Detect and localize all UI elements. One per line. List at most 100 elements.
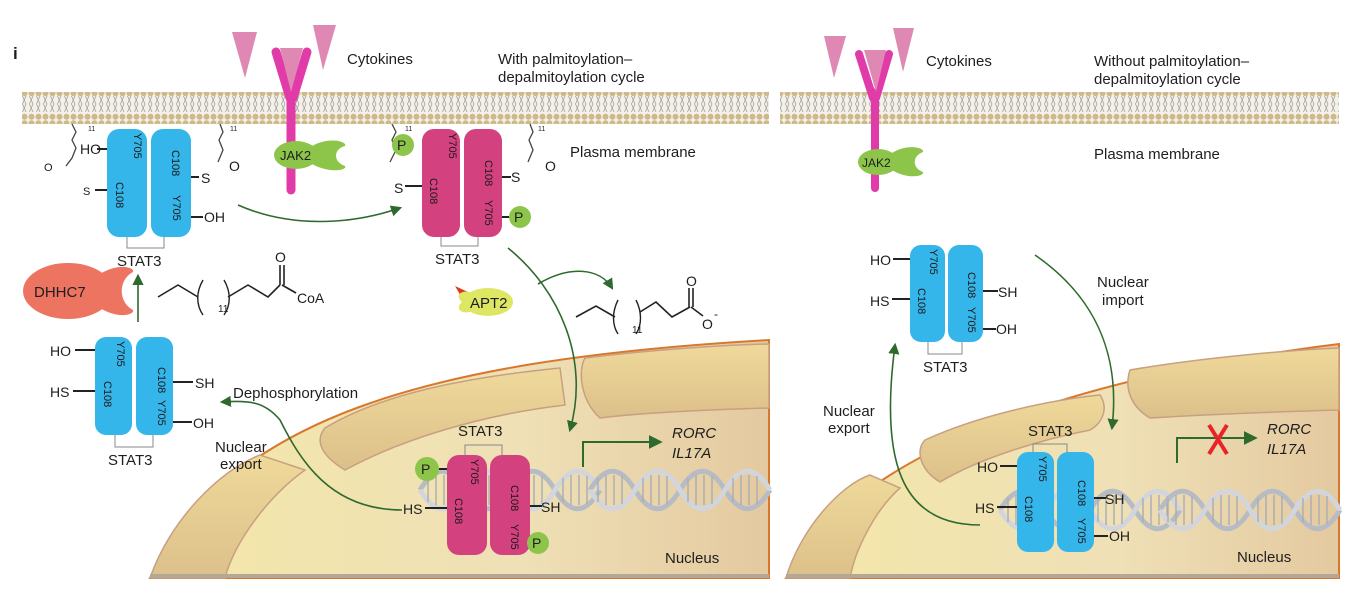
palmitoyl-coa-structure: 11 O CoA xyxy=(157,249,325,316)
svg-text:C108: C108 xyxy=(508,485,520,511)
svg-text:HS: HS xyxy=(870,293,889,309)
plasma-membrane xyxy=(22,92,769,124)
nuclear-import-label-line1: Nuclear xyxy=(1097,274,1149,291)
dephosphorylation-label: Dephosphorylation xyxy=(233,385,358,402)
svg-text:S: S xyxy=(511,169,520,185)
svg-text:S: S xyxy=(394,180,403,196)
svg-text:HS: HS xyxy=(975,500,994,516)
svg-text:Y705: Y705 xyxy=(482,200,494,226)
svg-text:C108: C108 xyxy=(452,498,464,524)
apt2-icon: APT2 xyxy=(455,286,513,316)
cytokine-icon xyxy=(232,32,257,78)
svg-text:C108: C108 xyxy=(101,381,113,407)
svg-text:Y705: Y705 xyxy=(1036,456,1048,482)
svg-text:11: 11 xyxy=(218,304,229,315)
svg-text:C108: C108 xyxy=(427,178,439,204)
right-panel: Nucleus Plasma membrane Cytokines Withou… xyxy=(780,0,1359,594)
stat3-label: STAT3 xyxy=(458,423,502,440)
svg-text:OH: OH xyxy=(1109,528,1130,544)
stat3-dimer-phosphorylated: 11 P S Y705 C108 C108 Y705 S 11 O P STAT… xyxy=(389,123,556,268)
cytokine-icon xyxy=(893,28,914,72)
cytokine-receptor-icon xyxy=(271,47,312,195)
activation-arrow xyxy=(237,204,403,223)
svg-text:Y705: Y705 xyxy=(927,249,939,275)
nuclear-export-arrow xyxy=(219,395,403,511)
svg-text:CoA: CoA xyxy=(297,290,325,306)
nuclear-export-label-line2: export xyxy=(220,456,263,473)
svg-text:P: P xyxy=(397,137,406,153)
stat3-label: STAT3 xyxy=(108,452,152,469)
gene-label-rorc: RORC xyxy=(672,425,716,442)
svg-text:Y705: Y705 xyxy=(965,307,977,333)
svg-text:SH: SH xyxy=(541,499,560,515)
svg-text:C108: C108 xyxy=(965,272,977,298)
nuclear-export-label-line2: export xyxy=(828,420,871,437)
svg-text:11: 11 xyxy=(632,325,643,336)
svg-text:HO: HO xyxy=(870,252,891,268)
left-panel: i Nucleus Plasma membrane Cytokines With… xyxy=(13,25,770,579)
svg-text:SH: SH xyxy=(1105,491,1124,507)
plasma-membrane-label: Plasma membrane xyxy=(570,144,696,161)
nuclear-import-arrow xyxy=(507,247,578,433)
svg-text:O: O xyxy=(702,316,713,332)
svg-text:Y705: Y705 xyxy=(155,400,167,426)
svg-text:OH: OH xyxy=(193,415,214,431)
svg-text:HO: HO xyxy=(50,343,71,359)
gene-label-rorc: RORC xyxy=(1267,421,1311,438)
svg-text:C108: C108 xyxy=(482,160,494,186)
stat3-dimer-palmitoylated: 11 O S HO Y705 C108 C108 Y705 OH S 11 O … xyxy=(44,123,240,270)
svg-text:11: 11 xyxy=(405,126,412,133)
jak2-label: JAK2 xyxy=(280,148,311,163)
phosphate-icon xyxy=(527,532,549,554)
svg-text:OH: OH xyxy=(204,209,225,225)
stat3-dimer-nuclear: STAT3 HO HS Y705 C108 C108 Y705 SH OH xyxy=(975,423,1130,552)
condition-title-line2: depalmitoylation cycle xyxy=(1094,71,1241,88)
apt2-label: APT2 xyxy=(470,295,508,312)
svg-text:C108: C108 xyxy=(113,182,125,208)
stat3-dimer-nuclear: STAT3 P HS Y705 C108 C108 Y705 SH P xyxy=(403,423,560,555)
svg-text:Y705: Y705 xyxy=(468,459,480,485)
svg-text:S: S xyxy=(83,186,90,198)
stat3-dimer-free: HO HS Y705 C108 C108 Y705 SH OH STAT3 xyxy=(50,337,214,469)
stat3-label: STAT3 xyxy=(117,253,161,270)
cytokine-icon xyxy=(824,36,846,78)
condition-title-line1: With palmitoylation– xyxy=(498,51,633,68)
svg-text:O: O xyxy=(545,158,556,174)
cytokines-label: Cytokines xyxy=(926,53,992,70)
svg-text:11: 11 xyxy=(88,126,95,133)
phosphate-icon xyxy=(392,134,414,156)
svg-text:OH: OH xyxy=(996,321,1017,337)
svg-text:C108: C108 xyxy=(1022,496,1034,522)
phosphate-icon xyxy=(415,457,439,481)
plasma-membrane-label: Plasma membrane xyxy=(1094,146,1220,163)
svg-text:P: P xyxy=(532,535,541,551)
svg-text:P: P xyxy=(514,209,523,225)
svg-text:Y705: Y705 xyxy=(508,524,520,550)
svg-text:11: 11 xyxy=(538,126,545,133)
nucleus-label: Nucleus xyxy=(665,550,719,567)
jak2-label: JAK2 xyxy=(862,156,891,170)
svg-text:O: O xyxy=(229,158,240,174)
svg-text:-: - xyxy=(714,307,718,321)
jak2-icon: JAK2 xyxy=(858,147,924,177)
dhhc7-icon: DHHC7 xyxy=(23,263,134,319)
stat3-label: STAT3 xyxy=(435,251,479,268)
blocked-x-icon xyxy=(1207,423,1229,456)
svg-text:C108: C108 xyxy=(1075,480,1087,506)
condition-title-line1: Without palmitoylation– xyxy=(1094,53,1250,70)
transcription-arrow xyxy=(582,435,663,467)
stat3-label: STAT3 xyxy=(923,359,967,376)
svg-text:HS: HS xyxy=(403,501,422,517)
depalmitoylation-arrow xyxy=(537,270,614,290)
svg-text:SH: SH xyxy=(998,284,1017,300)
stat3-label: STAT3 xyxy=(1028,423,1072,440)
jak2-icon: JAK2 xyxy=(274,140,346,171)
svg-text:HO: HO xyxy=(80,141,101,157)
svg-text:C108: C108 xyxy=(915,288,927,314)
phosphate-icon xyxy=(509,206,531,228)
svg-text:11: 11 xyxy=(230,126,237,133)
nuclear-export-arrow xyxy=(888,342,981,526)
gene-label-il17a: IL17A xyxy=(672,445,711,462)
nuclear-import-label-line2: import xyxy=(1102,292,1145,309)
